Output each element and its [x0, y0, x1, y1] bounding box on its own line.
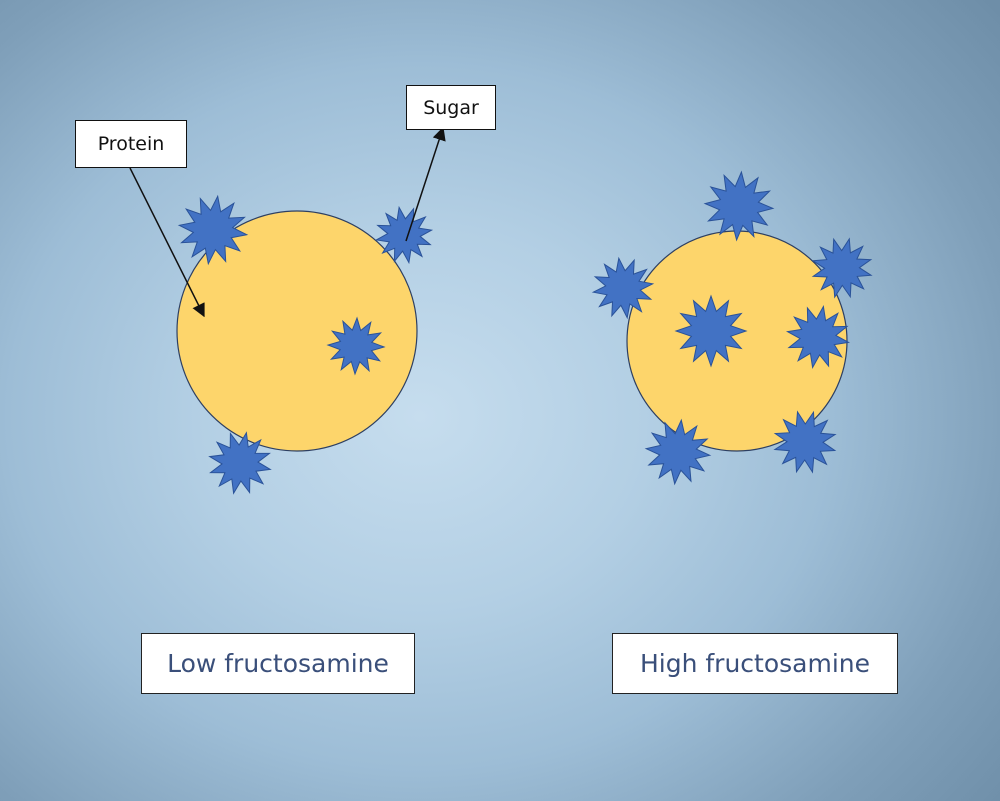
protein-pointer-arrow	[129, 167, 205, 318]
sugar-icon	[326, 316, 386, 376]
sugar-icon	[208, 431, 272, 495]
sugar-icon	[674, 294, 748, 368]
sugar-icon	[785, 304, 851, 370]
sugar-pointer-arrow	[405, 126, 446, 242]
sugar-icon	[374, 205, 434, 265]
sugar-icon	[773, 410, 837, 474]
high-fructosamine-caption: High fructosamine	[612, 633, 898, 694]
protein-label: Protein	[75, 120, 187, 168]
protein-circle-low	[176, 210, 418, 452]
sugar-icon	[644, 418, 712, 486]
sugar-icon	[703, 170, 775, 242]
sugar-label: Sugar	[406, 85, 496, 130]
low-fructosamine-caption: Low fructosamine	[141, 633, 415, 694]
sugar-icon	[177, 194, 249, 266]
sugar-icon	[591, 256, 655, 320]
sugar-icon	[811, 237, 873, 299]
